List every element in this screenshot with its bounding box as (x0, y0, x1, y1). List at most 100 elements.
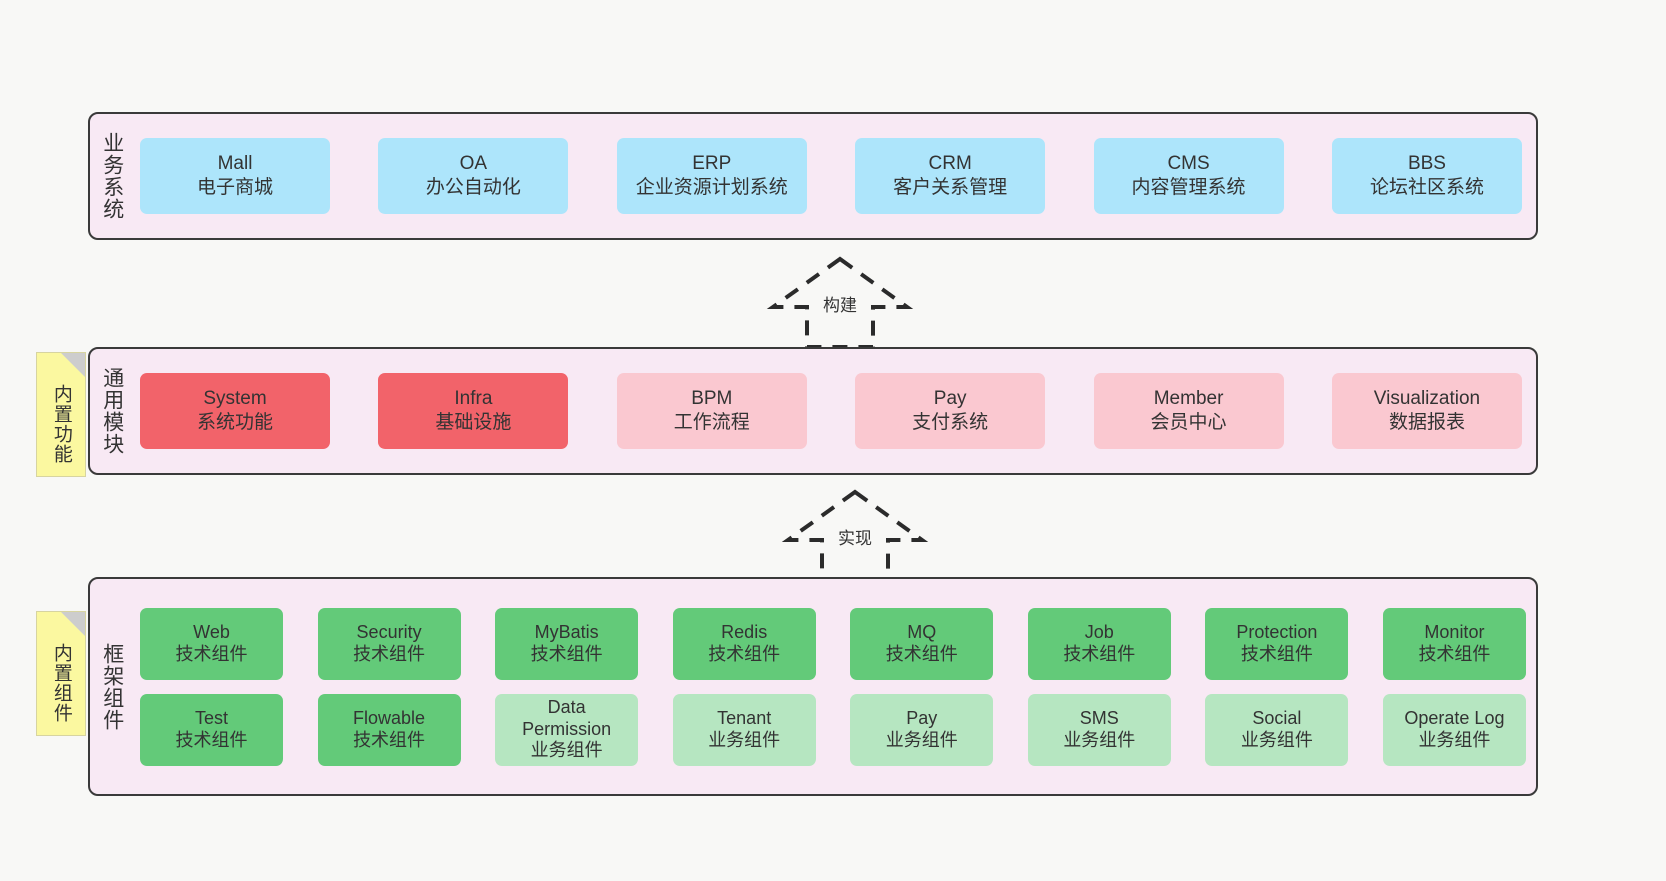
node-tenant-cn: 业务组件 (708, 729, 781, 750)
node-sms-cn: 业务组件 (1063, 729, 1136, 750)
node-social-en: Social (1252, 707, 1302, 728)
node-protection-cn: 技术组件 (1240, 643, 1313, 664)
node-pay-module-en: Pay (933, 387, 967, 409)
node-bpm-cn: 工作流程 (673, 412, 750, 433)
node-system-cn: 系统功能 (196, 412, 273, 433)
node-web[interactable]: Web 技术组件 (140, 607, 283, 680)
arrow-implement-label: 实现 (838, 529, 872, 548)
arrow-implement: 实现 (770, 488, 940, 582)
node-web-cn: 技术组件 (175, 643, 248, 664)
node-bbs-cn: 论坛社区系统 (1369, 177, 1484, 198)
node-bbs[interactable]: BBS 论坛社区系统 (1331, 138, 1522, 214)
node-mall[interactable]: Mall 电子商城 (140, 138, 330, 214)
node-system-en: System (203, 387, 267, 409)
node-bpm[interactable]: BPM 工作流程 (616, 373, 807, 449)
node-member[interactable]: Member 会员中心 (1093, 373, 1284, 449)
node-system[interactable]: System 系统功能 (140, 373, 330, 449)
node-pay-module-cn: 支付系统 (912, 412, 989, 433)
node-monitor-cn: 技术组件 (1418, 643, 1491, 664)
layer-business-systems: 业务系统 Mall 电子商城 OA 办公自动化 ERP 企业资源计划系统 CRM… (88, 112, 1538, 240)
note-builtin-components: 内置组件 (36, 611, 86, 736)
layer-title-framework: 框架组件 (100, 642, 124, 731)
node-erp-en: ERP (692, 152, 732, 174)
node-pay-module[interactable]: Pay 支付系统 (855, 373, 1046, 449)
node-member-en: Member (1153, 387, 1224, 409)
node-tenant-en: Tenant (717, 707, 772, 728)
node-pay-component[interactable]: Pay 业务组件 (850, 693, 994, 766)
node-job-en: Job (1084, 621, 1114, 642)
node-infra[interactable]: Infra 基础设施 (378, 373, 569, 449)
node-flowable[interactable]: Flowable 技术组件 (317, 693, 461, 766)
node-oa[interactable]: OA 办公自动化 (378, 138, 569, 214)
node-security[interactable]: Security 技术组件 (317, 607, 461, 680)
node-sms[interactable]: SMS 业务组件 (1027, 693, 1171, 766)
node-monitor[interactable]: Monitor 技术组件 (1382, 607, 1526, 680)
node-job-cn: 技术组件 (1063, 643, 1136, 664)
node-security-cn: 技术组件 (353, 643, 426, 664)
node-job[interactable]: Job 技术组件 (1027, 607, 1171, 680)
note-builtin-features-label: 内置功能 (50, 383, 72, 464)
node-tenant[interactable]: Tenant 业务组件 (672, 693, 816, 766)
node-protection-en: Protection (1236, 621, 1318, 642)
node-sms-en: SMS (1079, 707, 1119, 728)
node-security-en: Security (356, 621, 422, 642)
node-cms-cn: 内容管理系统 (1131, 177, 1246, 198)
node-redis-cn: 技术组件 (708, 643, 781, 664)
node-visualization[interactable]: Visualization 数据报表 (1331, 373, 1522, 449)
node-pay-component-cn: 业务组件 (885, 729, 958, 750)
node-mybatis-en: MyBatis (534, 621, 599, 642)
layer-title-modules: 通用模块 (100, 367, 124, 455)
node-cms[interactable]: CMS 内容管理系统 (1093, 138, 1284, 214)
node-infra-cn: 基础设施 (435, 412, 512, 433)
note-builtin-components-label: 内置组件 (50, 642, 72, 723)
note-fold-corner-icon (61, 612, 85, 636)
node-mall-cn: 电子商城 (196, 177, 273, 198)
node-crm-cn: 客户关系管理 (893, 177, 1008, 198)
node-flowable-en: Flowable (353, 707, 426, 728)
layer-common-modules: 通用模块 System 系统功能 Infra 基础设施 BPM 工作流程 Pay… (88, 347, 1538, 475)
framework-row-technical: Web 技术组件 Security 技术组件 MyBatis 技术组件 Redi… (140, 607, 1526, 680)
node-mall-en: Mall (217, 152, 253, 174)
node-oa-en: OA (459, 152, 488, 174)
framework-row-business: Test 技术组件 Flowable 技术组件 Data Permission … (140, 693, 1526, 766)
node-visualization-en: Visualization (1373, 387, 1481, 409)
node-pay-component-en: Pay (906, 707, 938, 728)
note-builtin-features: 内置功能 (36, 352, 86, 477)
node-oa-cn: 办公自动化 (425, 177, 521, 198)
node-erp-cn: 企业资源计划系统 (635, 177, 788, 198)
node-mq-en: MQ (907, 621, 937, 642)
node-test-en: Test (194, 707, 228, 728)
node-redis[interactable]: Redis 技术组件 (672, 607, 816, 680)
node-social[interactable]: Social 业务组件 (1205, 693, 1349, 766)
node-visualization-cn: 数据报表 (1388, 412, 1465, 433)
node-mq[interactable]: MQ 技术组件 (850, 607, 994, 680)
arrow-build: 构建 (755, 255, 925, 349)
layer-body-framework: Web 技术组件 Security 技术组件 MyBatis 技术组件 Redi… (134, 579, 1536, 794)
node-operate-log-cn: 业务组件 (1418, 729, 1491, 750)
node-erp[interactable]: ERP 企业资源计划系统 (616, 138, 807, 214)
node-monitor-en: Monitor (1424, 621, 1485, 642)
node-flowable-cn: 技术组件 (353, 729, 426, 750)
node-mybatis[interactable]: MyBatis 技术组件 (495, 607, 639, 680)
node-mq-cn: 技术组件 (885, 643, 958, 664)
node-test-cn: 技术组件 (175, 729, 248, 750)
node-protection[interactable]: Protection 技术组件 (1205, 607, 1349, 680)
layer-body-business: Mall 电子商城 OA 办公自动化 ERP 企业资源计划系统 CRM 客户关系… (134, 114, 1536, 238)
node-redis-en: Redis (721, 621, 768, 642)
node-data-permission-en: Data Permission (522, 696, 612, 739)
layer-body-modules: System 系统功能 Infra 基础设施 BPM 工作流程 Pay 支付系统… (134, 349, 1536, 473)
node-crm-en: CRM (928, 152, 972, 174)
node-test[interactable]: Test 技术组件 (140, 693, 283, 766)
node-cms-en: CMS (1167, 152, 1210, 174)
node-crm[interactable]: CRM 客户关系管理 (855, 138, 1046, 214)
node-infra-en: Infra (454, 387, 493, 409)
node-data-permission[interactable]: Data Permission 业务组件 (495, 693, 639, 766)
node-mybatis-cn: 技术组件 (530, 643, 603, 664)
node-social-cn: 业务组件 (1240, 729, 1313, 750)
node-member-cn: 会员中心 (1150, 412, 1227, 433)
node-data-permission-cn: 业务组件 (530, 740, 603, 761)
node-bbs-en: BBS (1407, 152, 1446, 174)
layer-title-business: 业务系统 (100, 132, 124, 220)
node-operate-log[interactable]: Operate Log 业务组件 (1382, 693, 1526, 766)
